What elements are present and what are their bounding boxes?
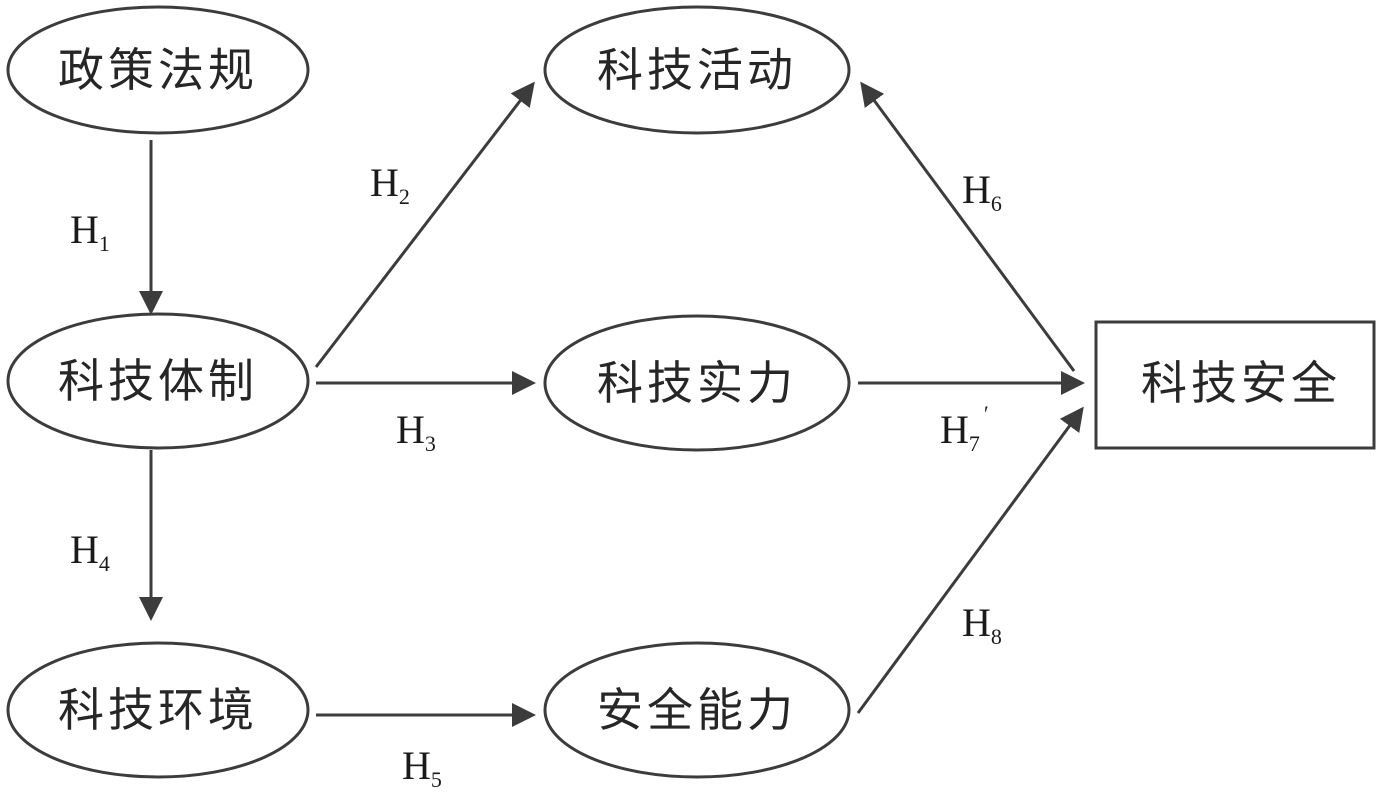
node-strength: 科技实力: [543, 314, 851, 452]
label-h8: H8: [962, 600, 1002, 649]
edge-h6: [860, 81, 1076, 372]
node-system: 科技体制: [6, 312, 310, 450]
node-system-label: 科技体制: [58, 354, 258, 408]
edge-h8: [856, 406, 1084, 714]
node-activity-label: 科技活动: [597, 43, 797, 97]
label-h5: H5: [402, 743, 442, 792]
label-h4: H4: [70, 527, 110, 576]
node-security-label: 科技安全: [1141, 356, 1341, 410]
node-security: 科技安全: [1094, 320, 1376, 450]
node-strength-label: 科技实力: [597, 356, 797, 410]
node-policy-label: 政策法规: [58, 43, 258, 97]
node-activity: 科技活动: [543, 5, 851, 135]
node-policy: 政策法规: [6, 5, 310, 135]
node-capability-label: 安全能力: [597, 683, 797, 737]
node-environment: 科技环境: [6, 641, 310, 779]
label-h7: H7′: [940, 401, 989, 456]
node-capability: 安全能力: [543, 641, 851, 779]
node-environment-label: 科技环境: [58, 683, 258, 737]
label-h6: H6: [962, 167, 1002, 216]
label-h1: H1: [70, 207, 110, 256]
label-h2: H2: [370, 160, 410, 209]
edge-h2: [314, 81, 535, 368]
label-h3: H3: [396, 407, 436, 456]
